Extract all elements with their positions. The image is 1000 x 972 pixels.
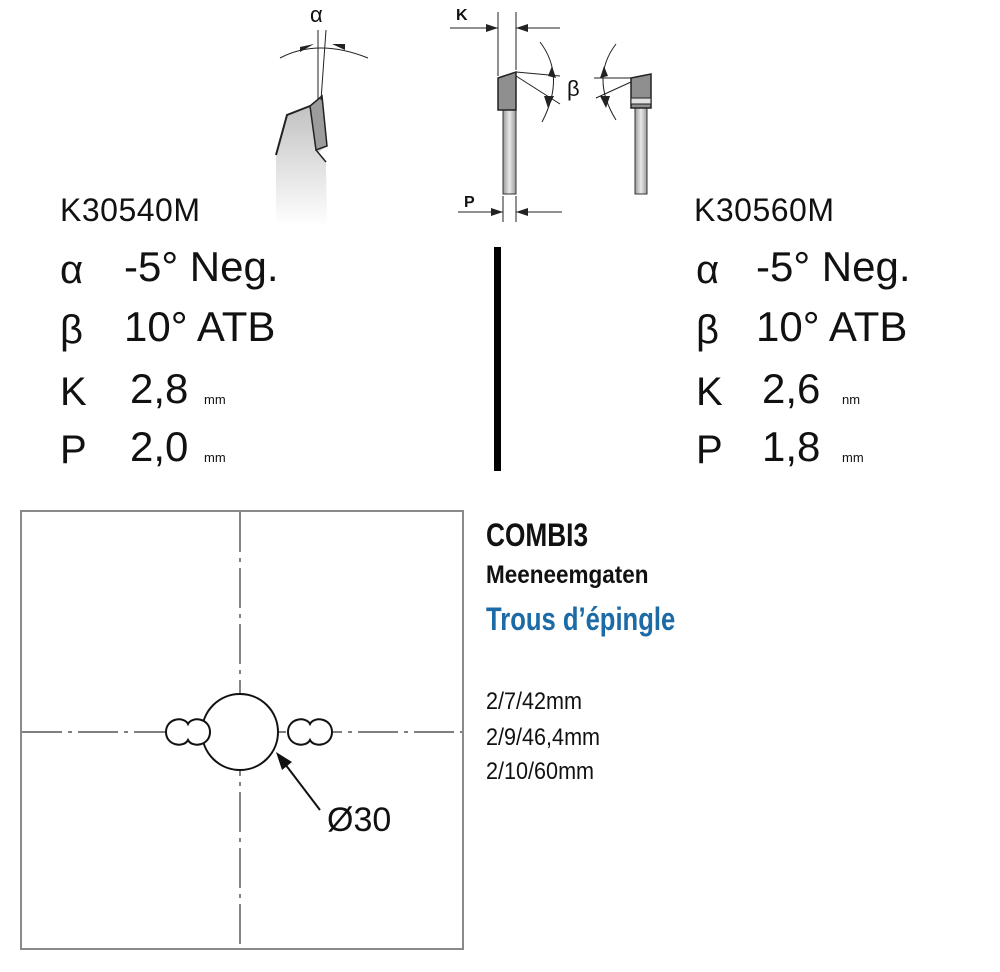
pinhole-subtitle-nl: Meeneemgaten — [486, 561, 649, 589]
left-model-code: K30540M — [60, 192, 201, 228]
right-k-unit: nm — [842, 392, 861, 407]
pinhole-size-2: 2/9/46,4mm — [486, 724, 601, 751]
bore-diameter-label: Ø30 — [327, 801, 392, 839]
right-model-code: K30560M — [694, 192, 835, 228]
pinhole-drawing — [22, 512, 462, 948]
left-k-unit: mm — [204, 392, 226, 407]
spec-divider — [494, 247, 501, 471]
right-k-value: 2,6 — [762, 365, 821, 412]
pinhole-size-3: 2/10/60mm — [486, 758, 595, 785]
left-k-symbol: K — [60, 370, 87, 414]
left-p-symbol: P — [60, 428, 87, 472]
left-beta-value: 10° ATB — [124, 303, 276, 350]
beta-diagram-label: β — [567, 76, 580, 101]
kerf-angle-view: K P β — [450, 7, 652, 222]
left-alpha-value: -5° Neg. — [124, 243, 279, 290]
left-alpha-symbol: α — [60, 248, 84, 292]
right-beta-value: 10° ATB — [756, 303, 908, 350]
alpha-diagram-label: α — [310, 2, 323, 27]
pinhole-title: COMBI3 — [486, 517, 589, 553]
pinhole-subtitle-fr: Trous d’épingle — [486, 601, 676, 637]
right-beta-symbol: β — [696, 308, 720, 352]
k-diagram-label: K — [456, 7, 468, 24]
p-diagram-label: P — [464, 194, 475, 211]
left-p-unit: mm — [204, 450, 226, 465]
right-p-symbol: P — [696, 428, 723, 472]
pinhole-drawing-frame — [20, 510, 464, 950]
right-alpha-symbol: α — [696, 248, 720, 292]
right-k-symbol: K — [696, 370, 723, 414]
rake-angle-view: α — [275, 2, 369, 226]
left-beta-symbol: β — [60, 308, 84, 352]
left-p-value: 2,0 — [130, 423, 189, 470]
tooth-geometry-diagram: α K P β — [275, 2, 652, 226]
left-k-value: 2,8 — [130, 365, 189, 412]
right-p-value: 1,8 — [762, 423, 821, 470]
pinhole-size-1: 2/7/42mm — [486, 688, 583, 715]
right-p-unit: mm — [842, 450, 864, 465]
right-alpha-value: -5° Neg. — [756, 243, 911, 290]
